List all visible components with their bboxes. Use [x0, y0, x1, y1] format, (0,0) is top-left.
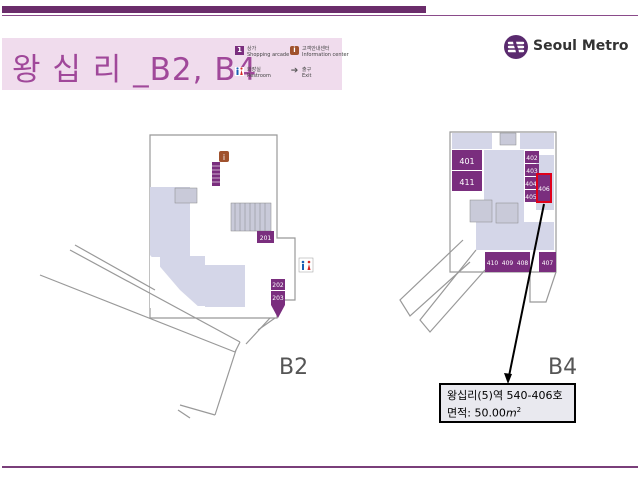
- b4-elevator: [499, 132, 517, 146]
- b2-stairs-1: [174, 187, 198, 204]
- b4-shop-403: [525, 164, 539, 176]
- seoul-metro-logo: Seoul Metro: [503, 34, 628, 60]
- b4-shop-407-label: 407: [542, 260, 554, 267]
- shop-icon: 1: [235, 46, 244, 55]
- b2-shop-203: [271, 291, 285, 318]
- b4-shop-406-label: 406: [538, 186, 550, 193]
- b4-shop-407: [539, 252, 556, 272]
- legend-info-ko: 고객안내센터: [302, 46, 330, 52]
- b2-tunnels: [39, 244, 276, 419]
- b2-shop-201-label: 201: [260, 235, 272, 242]
- b2-stairs-2: [230, 202, 272, 232]
- b4-shop-402-label: 402: [526, 155, 538, 162]
- b4-shop-404-label: 404: [525, 181, 537, 188]
- legend-info-en: Information center: [302, 52, 349, 58]
- b2-shop-202: [271, 279, 285, 290]
- seoul-metro-logo-icon: [504, 35, 528, 59]
- svg-text:i: i: [223, 153, 225, 162]
- exit-arrow-icon: ➔: [290, 66, 299, 76]
- footer-divider: [2, 466, 638, 468]
- b4-floor-label: B4: [548, 355, 578, 380]
- b2-cut: [150, 255, 200, 308]
- b2-shop-201: [257, 231, 274, 243]
- shop-info-callout: 왕십리(5)역 540-406호 면적: 50.00m2: [439, 383, 576, 423]
- legend-exit-en: Exit: [302, 73, 312, 79]
- b2-corridor-south: [205, 265, 245, 307]
- legend-restroom-ko: 화장실: [247, 67, 261, 73]
- b2-shop-203-label: 203: [272, 295, 284, 302]
- b4-shop-403-label: 403: [526, 168, 538, 175]
- callout-address: 왕십리(5)역 540-406호: [447, 389, 563, 402]
- header-divider: [2, 15, 638, 16]
- b2-shop-202-label: 202: [272, 282, 284, 289]
- page-title: 왕 십 리 _B2, B4: [12, 52, 258, 88]
- b4-shop-410-label: 410: [487, 260, 499, 267]
- callout-arrowhead: [504, 373, 512, 384]
- b4-tunnels: [399, 239, 557, 333]
- b2-floor-map: i 201 202 203: [39, 134, 314, 419]
- b4-stairs-1: [469, 199, 493, 223]
- b4-shop-409: [500, 252, 515, 272]
- callout-area-value: 면적: 50.00: [447, 406, 506, 420]
- b4-shop-408: [515, 252, 530, 272]
- callout-area-unit: m: [505, 406, 517, 420]
- b4-shop-401-label: 401: [459, 157, 474, 166]
- b4-shop-408-label: 408: [517, 260, 529, 267]
- b4-corridor-north: [452, 133, 492, 149]
- legend-exit-ko: 출구: [302, 67, 312, 73]
- legend-restroom-en: Restroom: [247, 73, 271, 79]
- b2-restroom-icon: [298, 257, 314, 273]
- information-icon: i: [290, 46, 299, 55]
- header-bar: [2, 6, 426, 13]
- callout-leader-line: [507, 203, 545, 382]
- b4-floor-map: 401 411 402 403 404 405 406 410 409 408 …: [399, 131, 557, 384]
- b4-corridor-ne: [520, 133, 554, 149]
- logo-text: Seoul Metro: [533, 38, 629, 54]
- legend-shop-en: Shopping arcade: [247, 52, 290, 58]
- restroom-icon: [235, 67, 244, 76]
- b4-shop-405: [525, 190, 537, 202]
- b2-stair-lines: [234, 203, 266, 231]
- b2-information-icon: [219, 151, 229, 162]
- b4-shop-404: [525, 177, 537, 189]
- b4-shop-411-label: 411: [459, 178, 474, 187]
- b4-shop-411: [452, 171, 482, 191]
- b4-stairs-2: [495, 202, 519, 224]
- b4-shop-409-label: 409: [502, 260, 514, 267]
- b4-shop-405-label: 405: [525, 194, 537, 201]
- callout-area: 면적: 50.00m2: [447, 403, 568, 421]
- b4-corridor-south: [476, 222, 554, 250]
- callout-area-unit-sup: 2: [516, 406, 522, 414]
- b4-shop-401: [452, 150, 482, 170]
- legend-shop-ko: 상가: [247, 46, 257, 52]
- b4-shop-402: [525, 151, 539, 163]
- b4-shop-410: [485, 252, 500, 272]
- b2-floor-label: B2: [279, 355, 309, 380]
- b4-shop-406-highlighted: [536, 173, 552, 203]
